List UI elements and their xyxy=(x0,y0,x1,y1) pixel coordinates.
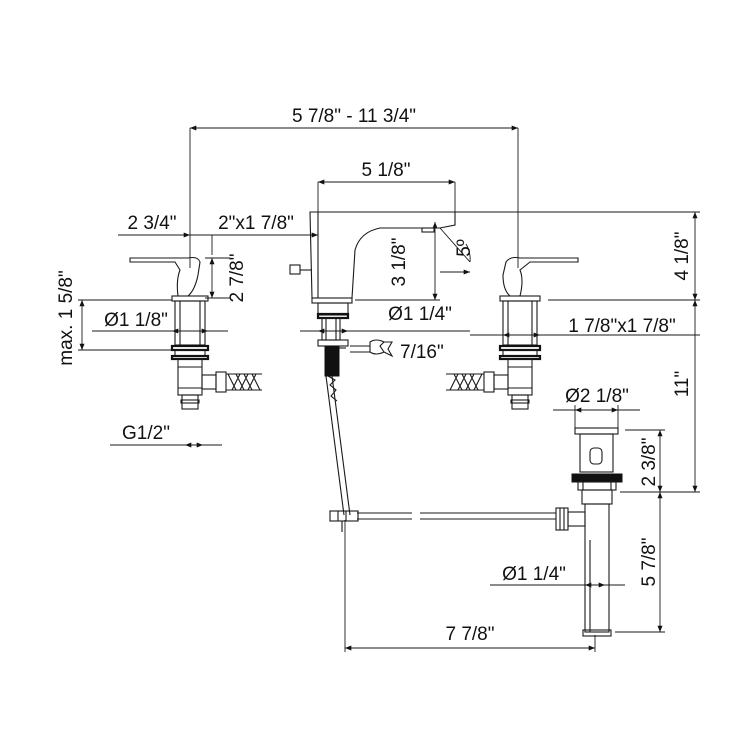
wrench-size-label: 7/16" xyxy=(400,342,444,363)
spout-base-label: 2"x1 7/8" xyxy=(218,213,294,234)
pivot-rod xyxy=(329,510,556,532)
handle-shank-label: Ø1 1/8" xyxy=(104,310,168,331)
dimension-labels: 5 7/8" - 11 3/4" 5 1/8" 2 3/4" 2"x1 7/8"… xyxy=(56,106,693,645)
overall-spread-label: 5 7/8" - 11 3/4" xyxy=(292,106,416,127)
rod-length-label: 7 7/8" xyxy=(445,624,494,645)
tailpiece-length-label: 5 7/8" xyxy=(639,537,660,586)
handle-base-label: 1 7/8"x1 7/8" xyxy=(568,316,676,337)
right-handle-valve xyxy=(446,256,579,410)
drain-flange-height-label: 2 3/8" xyxy=(639,437,660,486)
overall-height-label: 4 1/8" xyxy=(672,231,693,280)
handle-reach-label: 2 3/4" xyxy=(127,213,176,234)
spout-height-label: 3 1/8" xyxy=(389,237,410,286)
drain-flange-label: Ø2 1/8" xyxy=(565,386,629,407)
handle-thread-label: G1/2" xyxy=(122,423,170,444)
popup-drain xyxy=(555,427,623,637)
dimension-lines xyxy=(78,125,700,652)
tilt-angle-label: 5º xyxy=(454,239,475,257)
handle-height-label: 2 7/8" xyxy=(227,253,248,302)
left-handle-valve xyxy=(129,256,262,410)
spout-shank-label: Ø1 1/4" xyxy=(388,304,452,325)
spout-reach-label: 5 1/8" xyxy=(361,160,410,181)
overall-depth-label: 11" xyxy=(672,371,693,397)
spout xyxy=(289,211,456,516)
wrench-icon xyxy=(350,339,394,358)
tailpiece-label: Ø1 1/4" xyxy=(502,564,566,585)
max-deck-label: max. 1 5/8" xyxy=(56,270,77,365)
